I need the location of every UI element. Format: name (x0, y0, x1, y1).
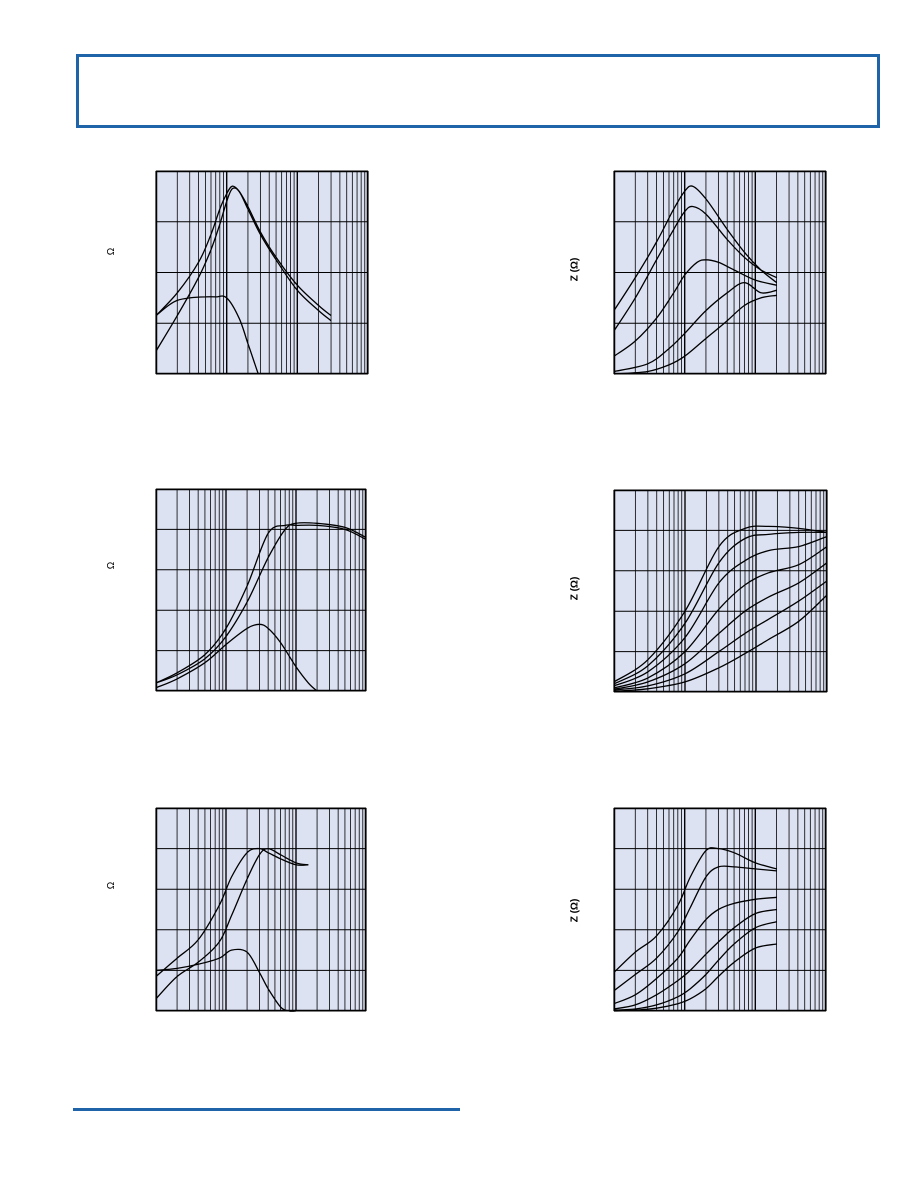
impedance-chart-4 (613, 489, 828, 693)
series-line-2 (155, 187, 332, 352)
series-line-3 (613, 259, 777, 357)
y-axis-label: Z (Ω) (569, 257, 581, 282)
y-axis-label: Ω (106, 881, 118, 890)
series-line-2 (613, 205, 777, 332)
series-line-1 (613, 847, 777, 973)
series-line-2 (613, 865, 777, 992)
series-line-5 (613, 921, 777, 1011)
series-line-4 (613, 546, 828, 689)
impedance-chart-5 (155, 807, 367, 1012)
plot-background (156, 808, 366, 1011)
plot-frame (155, 807, 367, 1012)
impedance-chart-6 (613, 807, 827, 1012)
series-line-3 (613, 896, 777, 1005)
plot-frame (155, 170, 369, 375)
plot-background (156, 489, 366, 691)
series-line-3 (613, 535, 828, 687)
impedance-chart-3 (155, 488, 367, 692)
plot-frame (613, 807, 827, 1012)
series-line-3 (155, 295, 259, 375)
series-line-2 (155, 522, 367, 684)
series-line-6 (613, 580, 828, 691)
series-line-1 (155, 524, 367, 684)
series-line-5 (613, 294, 777, 375)
impedance-chart-1 (155, 170, 369, 375)
series-line-6 (613, 943, 777, 1012)
series-line-2 (155, 847, 309, 1000)
series-line-3 (155, 948, 297, 1012)
series-line-5 (613, 562, 828, 690)
series-line-4 (613, 281, 777, 373)
series-line-7 (613, 594, 828, 692)
plot-frame (613, 489, 828, 693)
series-line-2 (613, 531, 828, 685)
impedance-chart-2 (613, 170, 827, 375)
plot-frame (155, 488, 367, 692)
series-line-3 (155, 623, 318, 692)
series-line-1 (613, 185, 778, 311)
series-line-1 (155, 185, 332, 317)
y-axis-label: Ω (106, 247, 118, 256)
series-line-1 (613, 525, 828, 683)
series-line-4 (613, 908, 777, 1010)
plot-background (614, 808, 826, 1011)
footer-rule (73, 1108, 460, 1111)
y-axis-label: Z (Ω) (569, 576, 581, 601)
plot-frame (613, 170, 827, 375)
series-line-1 (155, 847, 309, 977)
y-axis-label: Z (Ω) (569, 898, 581, 923)
header-box (76, 54, 880, 128)
y-axis-label: Ω (106, 561, 118, 570)
